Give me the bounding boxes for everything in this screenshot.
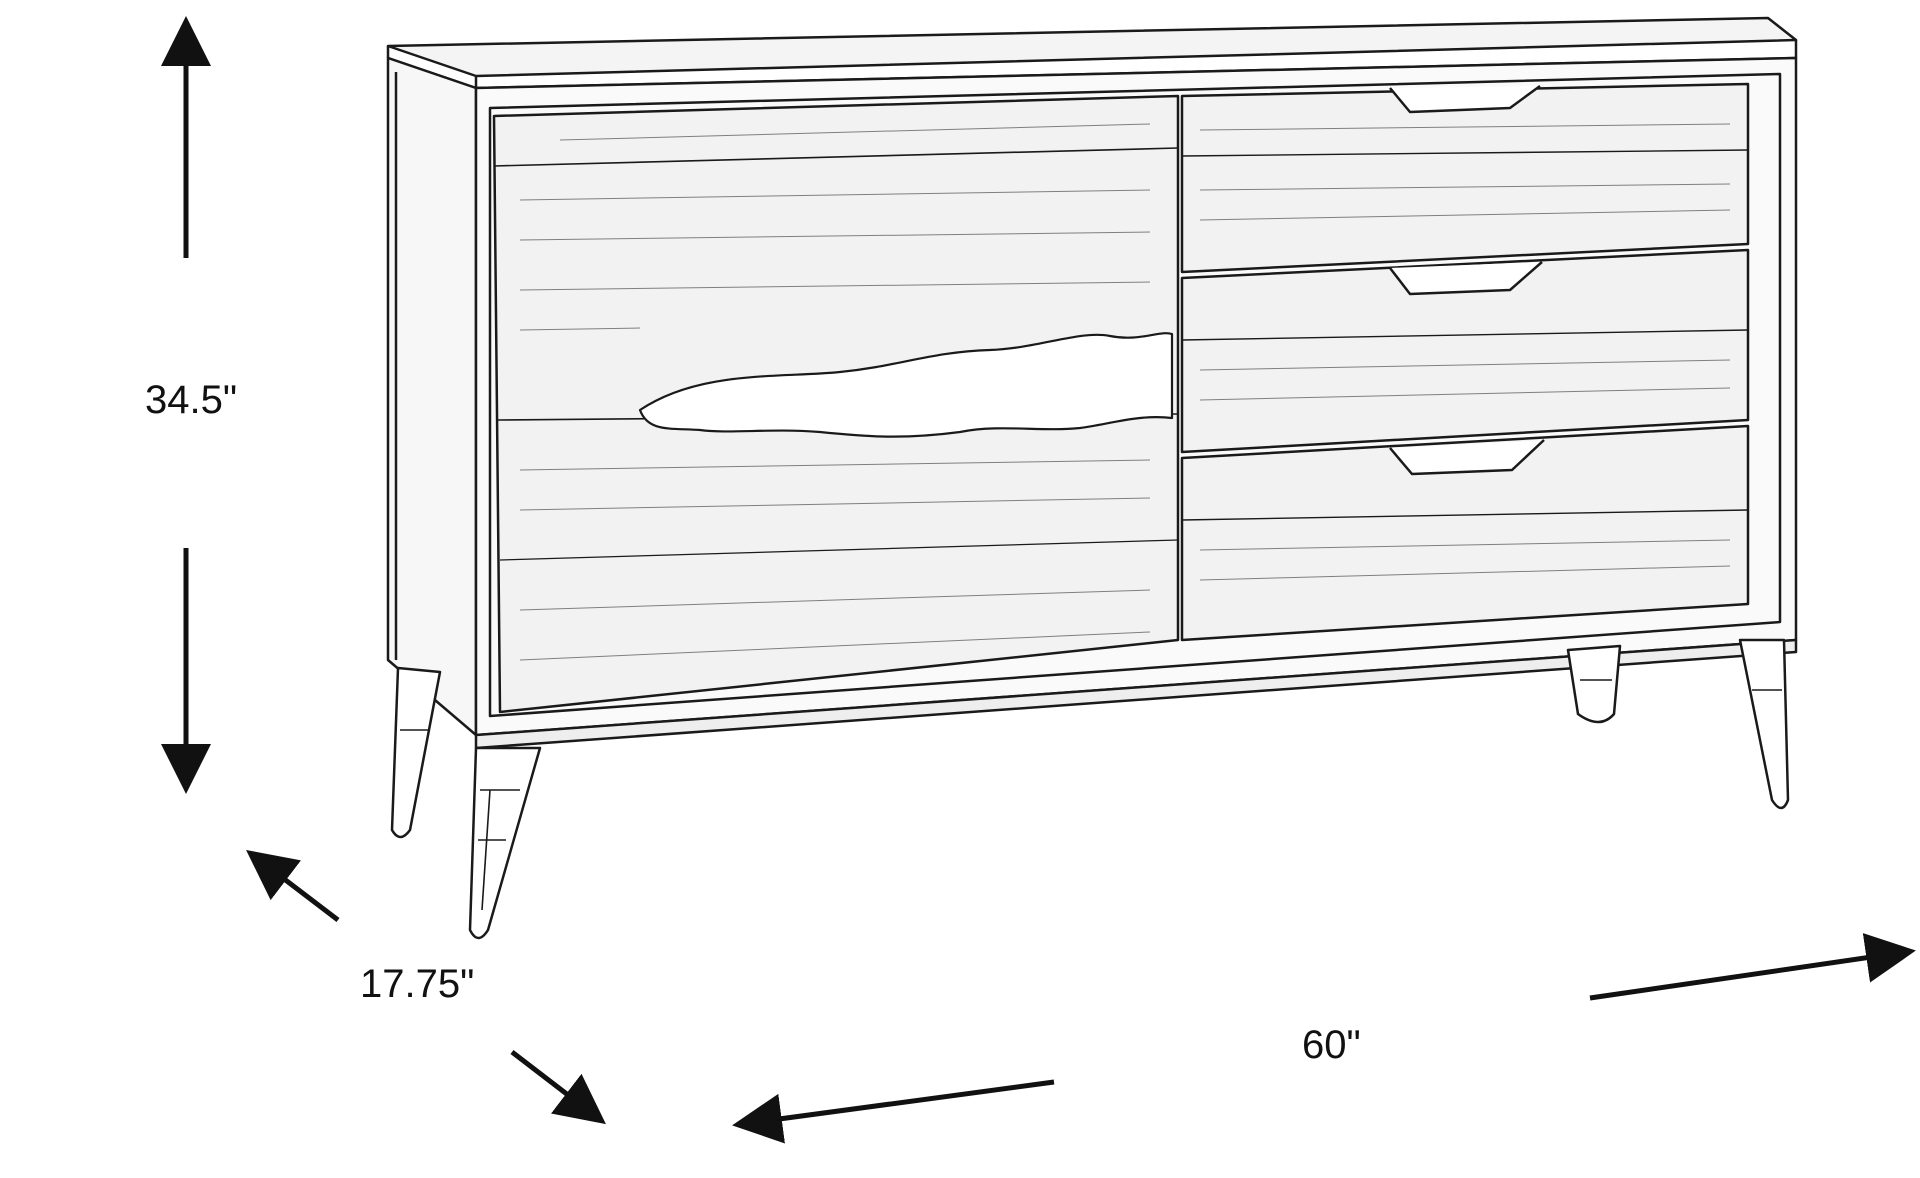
drawer-1	[1180, 82, 1750, 274]
width-arrow-left	[732, 1079, 1055, 1144]
depth-label: 17.75"	[360, 962, 475, 1006]
width-label: 60"	[1302, 1023, 1361, 1067]
dresser-base-rail	[474, 638, 1798, 750]
drawer-3-handle	[1389, 439, 1545, 476]
leg-back-right	[1566, 644, 1622, 724]
depth-arrow-front	[510, 1050, 606, 1125]
leg-back-left	[390, 666, 442, 839]
height-label: 34.5"	[145, 378, 238, 422]
live-edge-inlay	[638, 332, 1174, 438]
drawer-2-handle	[1389, 261, 1543, 296]
dresser-left-side	[386, 56, 478, 737]
width-arrow-right	[1589, 933, 1916, 1001]
drawer-2	[1180, 248, 1750, 454]
dresser-drawing	[386, 16, 1798, 940]
leg-front-left	[468, 746, 542, 940]
leg-front-right	[1738, 638, 1790, 810]
depth-arrow-back	[246, 849, 340, 922]
drawer-3	[1180, 424, 1750, 642]
